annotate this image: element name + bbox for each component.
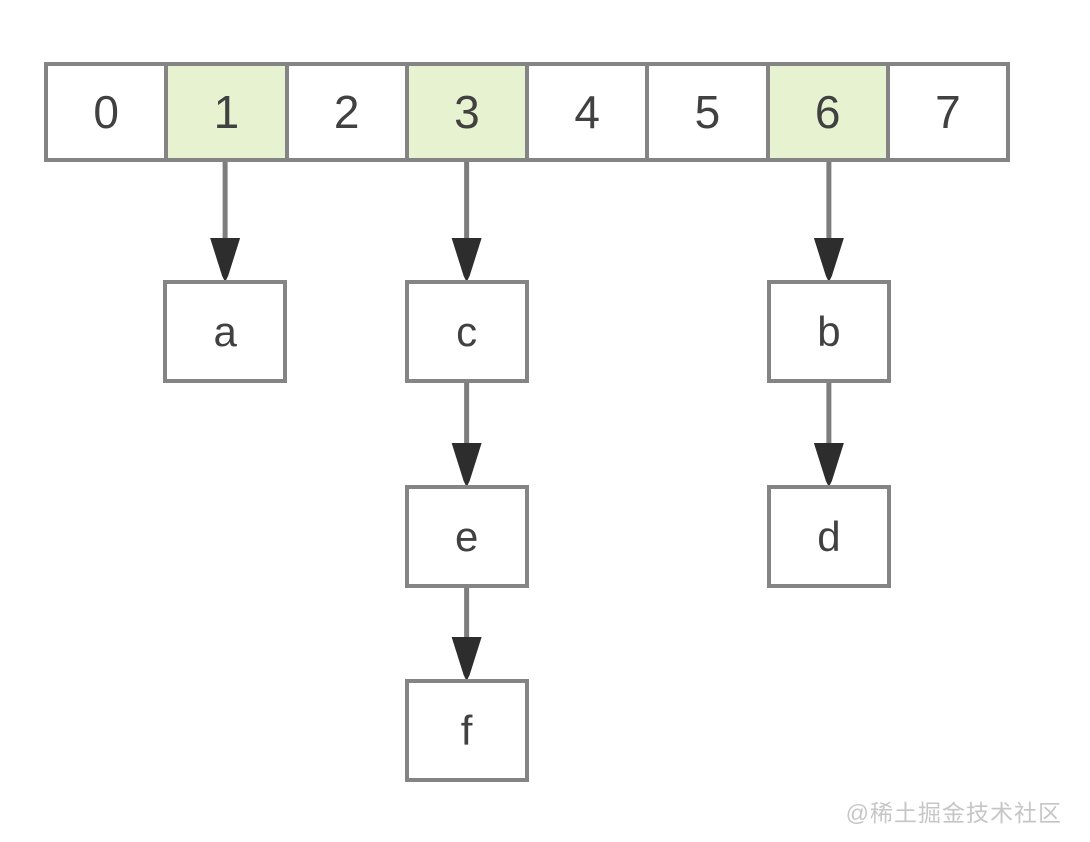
arrow-head-icon [813,238,844,282]
chain-node-label: d [817,512,841,560]
array-cell-label: 5 [694,86,721,138]
array-cell-6: 6 [765,66,886,158]
chain-node-f: f [404,679,529,782]
array-cell-label: 1 [213,86,240,138]
array-cell-label: 2 [333,86,360,138]
chain-node-label: b [817,307,841,355]
watermark-text: @稀土掘金技术社区 [845,800,1062,826]
array-cell-3: 3 [404,66,525,158]
array-cell-label: 0 [93,86,119,138]
array-cell-label: 4 [574,86,600,138]
chain-node-label: a [213,307,237,355]
array-cell-5: 5 [645,66,766,158]
array-cell-0: 0 [48,66,165,158]
array-cell-1: 1 [164,66,285,158]
chain-node-d: d [766,485,891,588]
arrow-head-icon [451,238,482,282]
array-cell-2: 2 [284,66,405,158]
chain-node-label: e [454,512,479,560]
chain-node-label: f [460,706,473,754]
bucket-array: 0 1 2 3 4 5 6 7 [44,62,1010,162]
arrow-head-icon [451,637,482,681]
array-cell-label: 3 [454,86,480,138]
array-cell-7: 7 [885,66,1006,158]
array-cell-label: 6 [814,86,841,138]
array-cell-label: 7 [935,86,961,138]
array-cell-4: 4 [525,66,646,158]
chain-node-c: c [404,280,529,383]
chain-node-label: c [456,307,478,355]
chain-node-a: a [163,280,288,383]
arrow-head-icon [451,443,482,487]
chain-node-b: b [766,280,891,383]
chain-node-e: e [404,485,529,588]
arrow-head-icon [813,443,844,487]
arrow-head-icon [210,238,241,282]
